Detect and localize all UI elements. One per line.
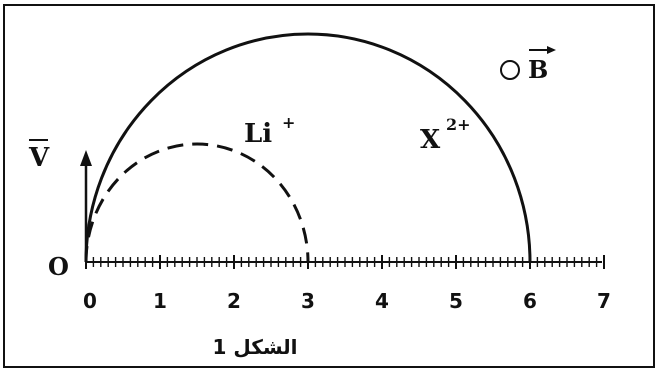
x-ion-label: X 2+	[420, 115, 471, 155]
axis-tick-label: 2	[227, 289, 241, 313]
velocity-label: V	[28, 143, 50, 173]
figure-frame	[3, 4, 655, 368]
axis-tick-label: 3	[301, 289, 315, 313]
velocity-label-group: V	[28, 139, 50, 173]
trajectory-x-ion	[84, 32, 532, 263]
svg-text:Li: Li	[244, 119, 272, 149]
origin-label: O	[48, 252, 69, 281]
magnetic-field-symbol: B	[500, 46, 556, 84]
x-charge: 2+	[446, 115, 471, 134]
x-symbol: X	[420, 125, 441, 155]
axis-tick-label: 0	[83, 289, 97, 313]
trajectory-li-ion	[84, 142, 310, 263]
axis: 0 1 2 3 4 5 6 7	[83, 255, 611, 313]
axis-tick-label: 7	[597, 289, 611, 313]
axis-tick-label: 5	[449, 289, 463, 313]
li-symbol: Li	[244, 119, 272, 149]
axis-tick-label: 6	[523, 289, 537, 313]
li-ion-label: Li +	[244, 113, 295, 149]
axis-tick-label: 4	[375, 289, 389, 313]
field-circle-icon	[500, 60, 520, 80]
velocity-vector	[80, 150, 92, 260]
li-charge: +	[282, 113, 295, 132]
axis-tick-label: 1	[153, 289, 167, 313]
figure-caption: الشكل 1	[212, 335, 297, 359]
field-label: B	[528, 55, 548, 84]
